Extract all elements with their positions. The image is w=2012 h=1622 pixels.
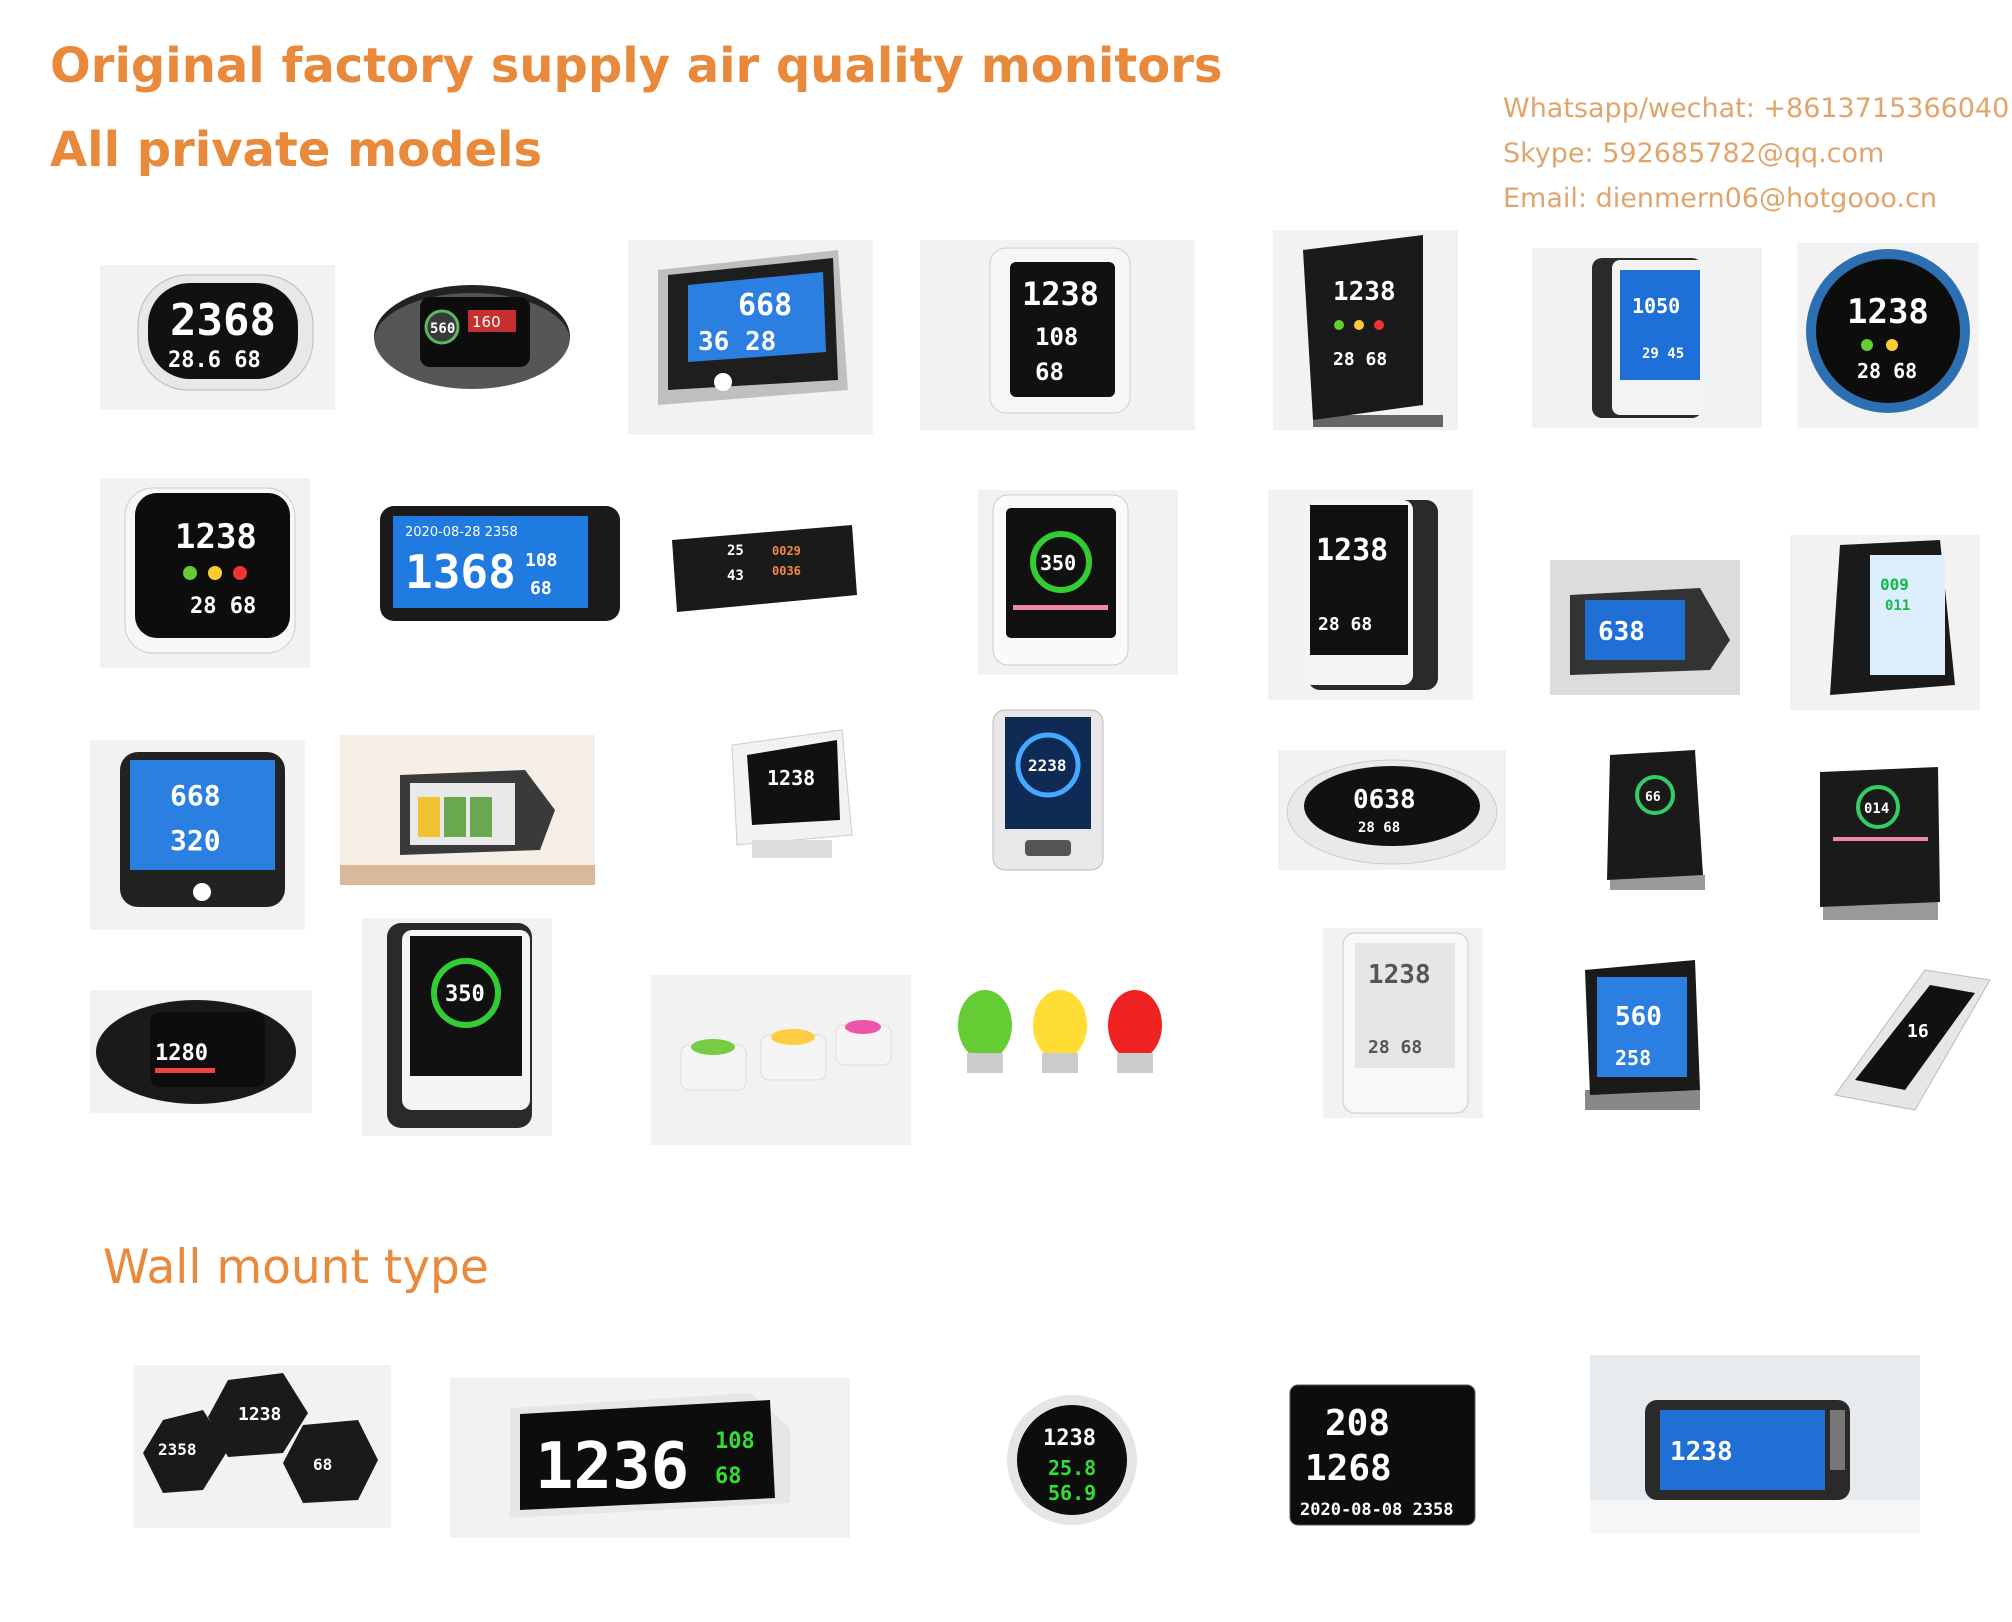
display-value: 668 [170, 779, 221, 812]
product-image: 1238 2358 68 [133, 1365, 391, 1528]
product-image: 2238 [983, 705, 1113, 875]
product-image [340, 735, 595, 885]
product-image: 1238 108 68 [920, 240, 1195, 430]
contact-skype: Skype: 592685782@qq.com [1503, 138, 1885, 169]
svg-text:160: 160 [472, 313, 501, 331]
svg-text:68: 68 [313, 1455, 332, 1474]
product-image: 66 [1595, 745, 1715, 895]
display-value: 2368 [170, 295, 276, 346]
product-image [651, 975, 911, 1145]
contact-email: Email: dienmern06@hotgooo.cn [1503, 183, 1937, 214]
display-value: 1280 [155, 1041, 208, 1066]
display-value: 66 [1645, 790, 1661, 805]
svg-text:43: 43 [727, 568, 744, 584]
page-subtitle: All private models [50, 122, 543, 178]
product-image: 208 1268 2020-08-08 2358 [1285, 1380, 1480, 1530]
display-value: 208 [1325, 1403, 1390, 1444]
svg-text:29 45: 29 45 [1642, 346, 1684, 362]
display-value: 1238 [238, 1404, 281, 1425]
product-image: 1238 28 68 [1797, 243, 1979, 428]
product-image: 1238 28 68 [1323, 928, 1483, 1118]
display-value: 350 [1040, 551, 1076, 575]
product-image: 350 [978, 490, 1178, 675]
product-image: 1238 [1590, 1355, 1920, 1533]
display-value: 638 [1598, 617, 1645, 647]
svg-text:56.9: 56.9 [1048, 1481, 1096, 1505]
svg-text:36 28: 36 28 [698, 327, 776, 357]
display-value: 1238 [767, 766, 815, 790]
svg-text:28 68: 28 68 [1333, 349, 1387, 370]
svg-text:28 68: 28 68 [1857, 359, 1917, 383]
contact-info: Whatsapp/wechat: +8613715366040 Skype: 5… [1503, 86, 2009, 221]
product-image: 1280 [90, 990, 312, 1113]
display-value: 014 [1864, 801, 1889, 817]
display-value: 560 [430, 321, 455, 337]
product-image: 25 43 0029 0036 [667, 520, 862, 620]
product-image: 1050 29 45 [1532, 248, 1762, 428]
svg-text:108: 108 [525, 550, 558, 571]
display-value: 2238 [1028, 756, 1067, 775]
display-value: 1238 [1043, 1426, 1096, 1451]
display-value: 1238 [1316, 533, 1388, 568]
svg-text:108: 108 [1035, 323, 1078, 351]
product-image: 2368 28.6 68 [100, 265, 335, 410]
svg-text:0036: 0036 [772, 564, 801, 578]
product-image: 1238 [712, 725, 872, 865]
product-image: 350 [362, 918, 552, 1136]
display-value: 1238 [1022, 275, 1099, 313]
svg-text:68: 68 [1035, 358, 1064, 386]
svg-text:68: 68 [530, 578, 552, 599]
product-image [945, 985, 1185, 1085]
product-image: 014 [1808, 762, 1948, 927]
display-value: 1236 [535, 1430, 689, 1504]
svg-text:28 68: 28 68 [1318, 614, 1372, 635]
product-image: 1236 108 68 [450, 1378, 850, 1538]
product-image: 1238 28 68 [1268, 490, 1473, 700]
svg-text:1268: 1268 [1305, 1448, 1392, 1489]
display-value: 1368 [405, 545, 516, 599]
svg-text:011: 011 [1885, 598, 1910, 614]
svg-text:28.6 68: 28.6 68 [168, 348, 261, 373]
display-value: 1238 [175, 517, 257, 557]
contact-whatsapp: Whatsapp/wechat: +8613715366040 [1503, 93, 2010, 124]
product-image: 1238 25.8 56.9 [988, 1390, 1153, 1535]
svg-text:25.8: 25.8 [1048, 1456, 1096, 1480]
svg-text:258: 258 [1615, 1046, 1651, 1070]
display-value: 1238 [1368, 960, 1431, 990]
svg-text:28 68: 28 68 [1368, 1037, 1422, 1058]
product-image: 0638 28 68 [1278, 750, 1506, 870]
svg-text:2020-08-28 2358: 2020-08-28 2358 [405, 525, 518, 540]
product-image: 1238 28 68 [100, 478, 310, 668]
display-value: 350 [445, 982, 485, 1007]
section-title: Wall mount type [103, 1240, 489, 1295]
product-image: 16 [1795, 965, 2010, 1125]
svg-text:28 68: 28 68 [1358, 820, 1400, 836]
product-image: 009 011 [1790, 535, 1980, 710]
svg-text:28 68: 28 68 [190, 594, 256, 619]
svg-text:108: 108 [715, 1429, 755, 1454]
display-value: 1238 [1333, 277, 1396, 307]
display-value: 25 [727, 543, 744, 559]
display-value: 320 [170, 824, 221, 857]
product-image: 1238 28 68 [1273, 230, 1458, 430]
svg-text:2020-08-08 2358: 2020-08-08 2358 [1300, 1500, 1454, 1520]
display-value: 16 [1907, 1021, 1929, 1042]
display-value: 1050 [1632, 294, 1680, 318]
svg-text:2358: 2358 [158, 1440, 197, 1459]
page-title: Original factory supply air quality moni… [50, 38, 1223, 94]
display-value: 009 [1880, 575, 1909, 594]
product-image: 668 320 [90, 740, 305, 930]
product-image: 2020-08-28 2358 1368 108 68 [375, 498, 627, 628]
product-image: 560 160 [370, 275, 575, 395]
display-value: 1238 [1847, 292, 1929, 332]
svg-text:68: 68 [715, 1464, 742, 1489]
display-value: 1238 [1670, 1437, 1733, 1467]
display-value: 668 [738, 288, 792, 323]
display-value: 560 [1615, 1002, 1662, 1032]
display-value: 0638 [1353, 785, 1416, 815]
svg-text:0029: 0029 [772, 544, 801, 558]
product-image: 668 36 28 [628, 240, 873, 435]
product-image: 638 [1550, 560, 1740, 695]
product-image: 560 258 [1575, 955, 1710, 1120]
